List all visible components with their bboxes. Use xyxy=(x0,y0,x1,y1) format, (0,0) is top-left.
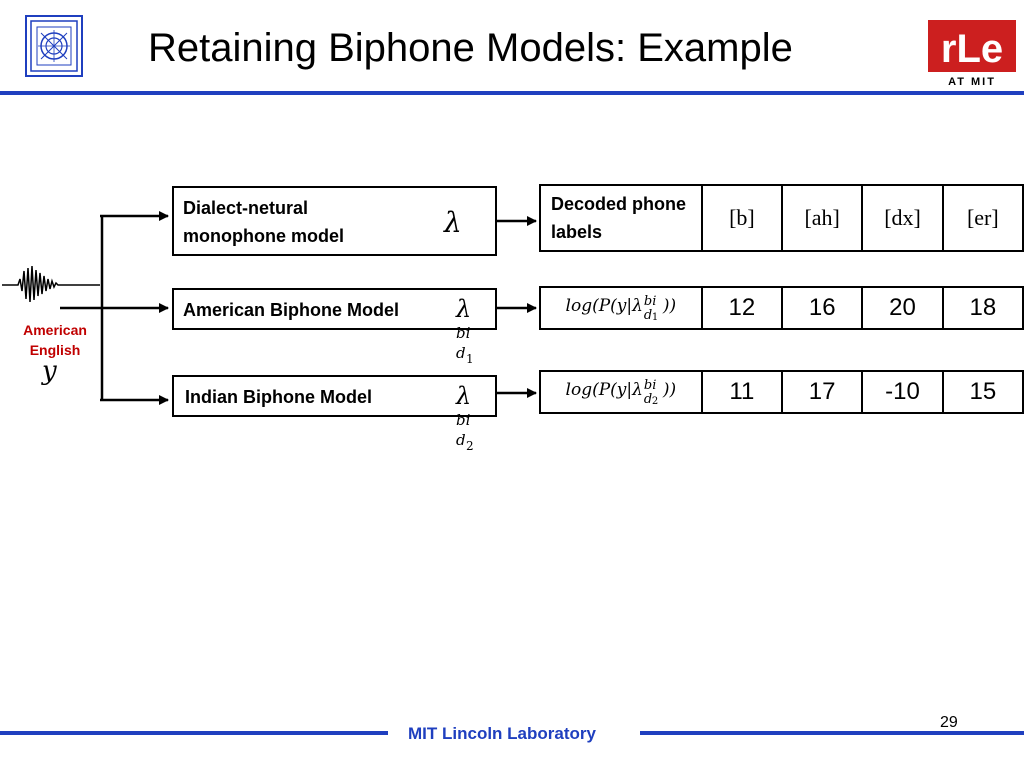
footer-rule-left xyxy=(0,731,388,735)
decoded-phones-table: Decoded phone labels [b] [ah] [dx] [er] xyxy=(539,184,1024,252)
rle-logo-icon: rLe AT MIT xyxy=(928,20,1016,88)
page-number: 29 xyxy=(940,714,958,731)
loglik-formula: log(P(y|λ xyxy=(565,296,643,316)
neutral-model-box: Dialect-netural monophone model λ xyxy=(172,186,497,256)
neutral-model-label: Dialect-netural monophone model xyxy=(183,198,344,246)
decoded-label-cell: Decoded phone labels xyxy=(539,184,703,252)
input-variable: y xyxy=(42,356,57,386)
score-cell: 17 xyxy=(780,370,864,414)
american-model-symbol: λ bi d 1 xyxy=(456,295,474,366)
table-row: Decoded phone labels [b] [ah] [dx] [er] xyxy=(539,184,1024,252)
svg-text:AT MIT: AT MIT xyxy=(948,76,996,88)
waveform-icon xyxy=(2,265,100,303)
phone-cell: [ah] xyxy=(781,184,864,252)
phone-cell: [b] xyxy=(700,184,784,252)
header-rule xyxy=(0,91,1024,95)
phone-cell: [er] xyxy=(941,184,1024,252)
phone-cell: [dx] xyxy=(861,184,944,252)
lambda-symbol: λ xyxy=(444,206,462,239)
american-model-label: American Biphone Model xyxy=(183,300,400,320)
score-cell: 18 xyxy=(941,286,1024,330)
mit-ll-logo-icon xyxy=(25,15,83,77)
indian-model-label: Indian Biphone Model xyxy=(185,387,372,407)
slide-title: Retaining Biphone Models: Example xyxy=(148,26,793,70)
score-cell: -10 xyxy=(861,370,944,414)
score-cell: 15 xyxy=(941,370,1024,414)
input-label: American English xyxy=(23,322,87,358)
loglik-formula: log(P(y|λ xyxy=(565,380,643,400)
score-cell: 20 xyxy=(861,286,944,330)
footer-text: MIT Lincoln Laboratory xyxy=(408,724,596,743)
indian-model-box: Indian Biphone Model λ bi d 2 xyxy=(172,375,497,453)
indian-model-symbol: λ bi d 2 xyxy=(456,382,474,453)
score-cell: 16 xyxy=(781,286,864,330)
svg-text:rLe: rLe xyxy=(941,27,1003,71)
american-model-box: American Biphone Model λ bi d 1 xyxy=(172,288,497,366)
footer-rule-right xyxy=(640,731,1024,735)
score-cell: 12 xyxy=(700,286,784,330)
score-cell: 11 xyxy=(700,370,783,414)
